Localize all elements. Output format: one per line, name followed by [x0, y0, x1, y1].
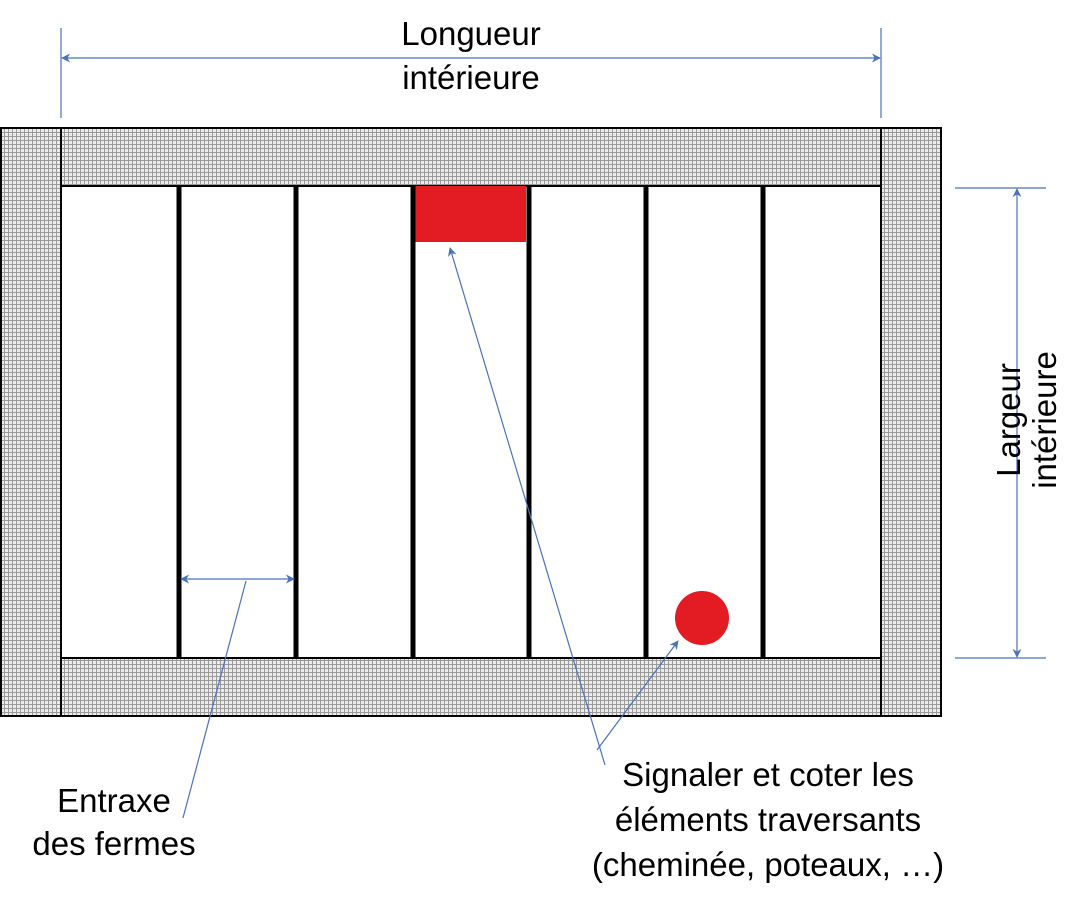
spacing-label-line2: des fermes [32, 825, 195, 862]
note-label-line3: (cheminée, poteaux, …) [592, 846, 944, 883]
note-label-line2: éléments traversants [615, 801, 921, 838]
length-label-line2: intérieure [402, 59, 540, 96]
length-label-line1: Longueur [401, 15, 540, 52]
width-dimension [955, 187, 1046, 659]
spacing-label-line1: Entraxe [57, 782, 171, 819]
width-label-line1: Largeur [990, 363, 1027, 477]
spacing-dimension [180, 574, 295, 819]
interior-space [60, 185, 882, 659]
width-label-line2: intérieure [1026, 351, 1063, 489]
trusses [176, 186, 766, 658]
spacing-leader [182, 580, 247, 819]
length-dimension [60, 28, 882, 118]
chimney-leader [448, 247, 606, 766]
chimney-obstacle [414, 186, 526, 242]
width-label: Largeur intérieure [990, 351, 1063, 489]
callout-leaders [448, 247, 679, 766]
post-leader [596, 640, 679, 751]
note-label-line1: Signaler et coter les [622, 756, 914, 793]
post-obstacle [675, 591, 729, 645]
